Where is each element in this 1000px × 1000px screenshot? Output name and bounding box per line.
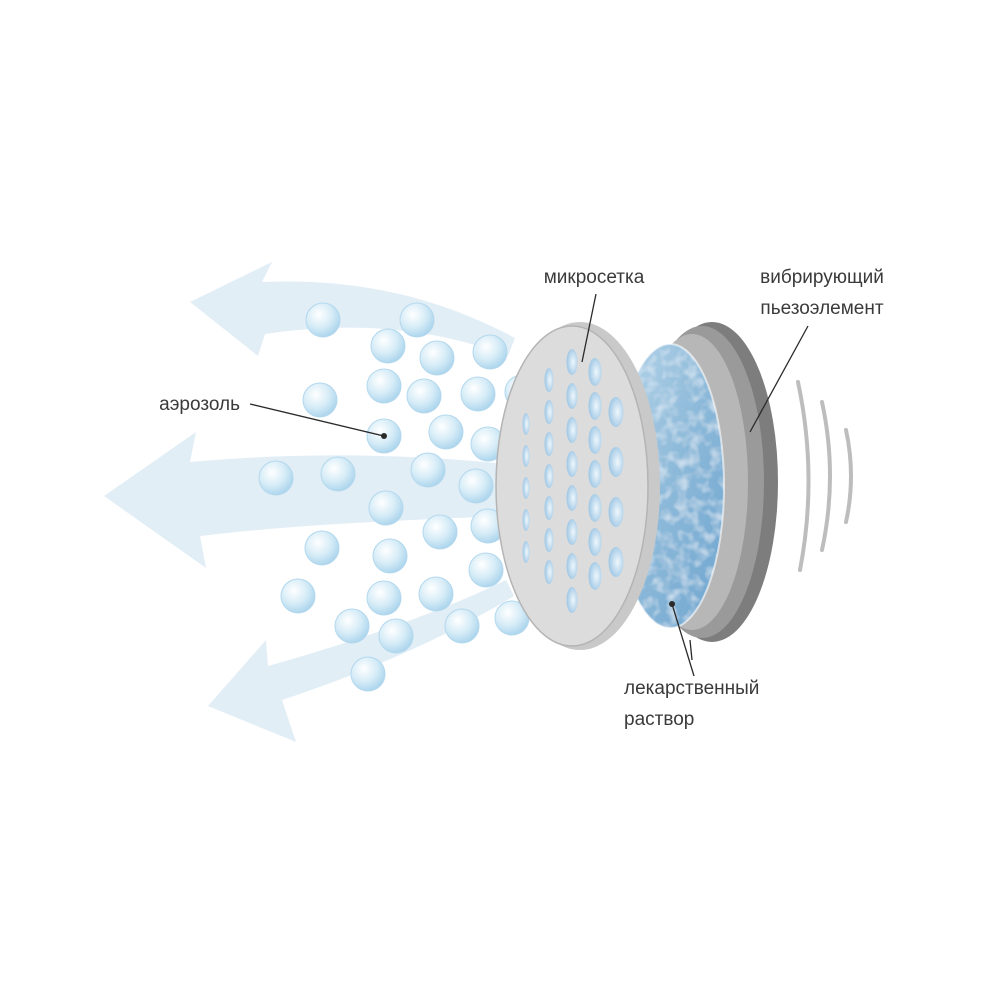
leader-lines xyxy=(249,293,809,677)
leader-solution xyxy=(671,603,695,677)
droplet-icon xyxy=(410,452,446,488)
droplet-icon xyxy=(444,608,480,644)
droplet-icon xyxy=(258,460,294,496)
mesh-hole xyxy=(608,447,624,477)
droplet-icon xyxy=(366,368,402,404)
droplet-icon xyxy=(468,552,504,588)
mesh-hole xyxy=(566,451,578,477)
droplet-icon xyxy=(304,530,340,566)
vibration-waves-icon xyxy=(796,380,853,572)
mesh-hole xyxy=(588,494,602,522)
mesh-hole xyxy=(566,485,578,511)
droplet-icon xyxy=(399,302,435,338)
mesh-hole xyxy=(544,432,554,456)
droplet-icon xyxy=(460,376,496,412)
droplet-icon xyxy=(350,656,386,692)
aerosol-droplets xyxy=(258,302,540,692)
aerosol-arrows xyxy=(104,262,515,742)
droplet-icon xyxy=(302,382,338,418)
mesh-hole xyxy=(544,368,554,392)
droplet-icon xyxy=(419,340,455,376)
mesh-hole xyxy=(544,496,554,520)
droplet-icon xyxy=(378,618,414,654)
mesh-hole xyxy=(522,445,530,467)
mesh-hole xyxy=(588,426,602,454)
droplet-icon xyxy=(418,576,454,612)
leader-solution-tick xyxy=(689,639,693,661)
droplet-icon xyxy=(422,514,458,550)
droplet-icon xyxy=(305,302,341,338)
droplet-icon xyxy=(320,456,356,492)
mesh-hole xyxy=(522,509,530,531)
mesh-hole xyxy=(588,392,602,420)
mesh-hole xyxy=(544,560,554,584)
leader-piezo xyxy=(749,325,809,433)
leader-aerosol-dot xyxy=(381,433,387,439)
mesh-hole xyxy=(566,383,578,409)
mesh-hole xyxy=(544,528,554,552)
leader-mesh xyxy=(581,293,597,363)
mesh-hole xyxy=(544,464,554,488)
droplet-icon xyxy=(334,608,370,644)
mesh-hole xyxy=(588,460,602,488)
droplet-icon xyxy=(406,378,442,414)
mesh-hole xyxy=(566,553,578,579)
droplet-icon xyxy=(280,578,316,614)
droplet-icon xyxy=(370,328,406,364)
mesh-hole xyxy=(608,397,624,427)
mesh-hole xyxy=(588,528,602,556)
droplet-icon xyxy=(472,334,508,370)
droplet-icon xyxy=(372,538,408,574)
label-mesh: микросетка xyxy=(544,267,645,288)
mesh-hole xyxy=(588,358,602,386)
leader-solution-dot xyxy=(669,601,675,607)
leader-aerosol xyxy=(249,403,385,437)
label-solution-line2: раствор xyxy=(624,709,694,730)
mesh-disc-icon xyxy=(495,322,660,650)
aerosol-arrow-icon xyxy=(190,262,515,356)
mesh-hole xyxy=(566,349,578,375)
label-solution-line1: лекарственный xyxy=(624,678,759,699)
droplet-icon xyxy=(428,414,464,450)
mesh-hole xyxy=(522,477,530,499)
label-aerosol: аэрозоль xyxy=(159,394,240,415)
mesh-hole xyxy=(608,497,624,527)
droplet-icon xyxy=(368,490,404,526)
mesh-hole xyxy=(566,519,578,545)
mesh-hole xyxy=(544,400,554,424)
mesh-hole xyxy=(608,547,624,577)
label-piezo-line2: пьезоэлемент xyxy=(760,298,883,319)
mesh-hole xyxy=(566,587,578,613)
mesh-hole xyxy=(566,417,578,443)
mesh-hole xyxy=(588,562,602,590)
mesh-hole xyxy=(522,541,530,563)
aerosol-arrow-icon xyxy=(104,432,505,568)
droplet-icon xyxy=(366,580,402,616)
mesh-hole xyxy=(522,413,530,435)
mesh-holes xyxy=(522,349,624,613)
label-piezo-line1: вибрирующий xyxy=(760,267,884,288)
droplet-icon xyxy=(458,468,494,504)
